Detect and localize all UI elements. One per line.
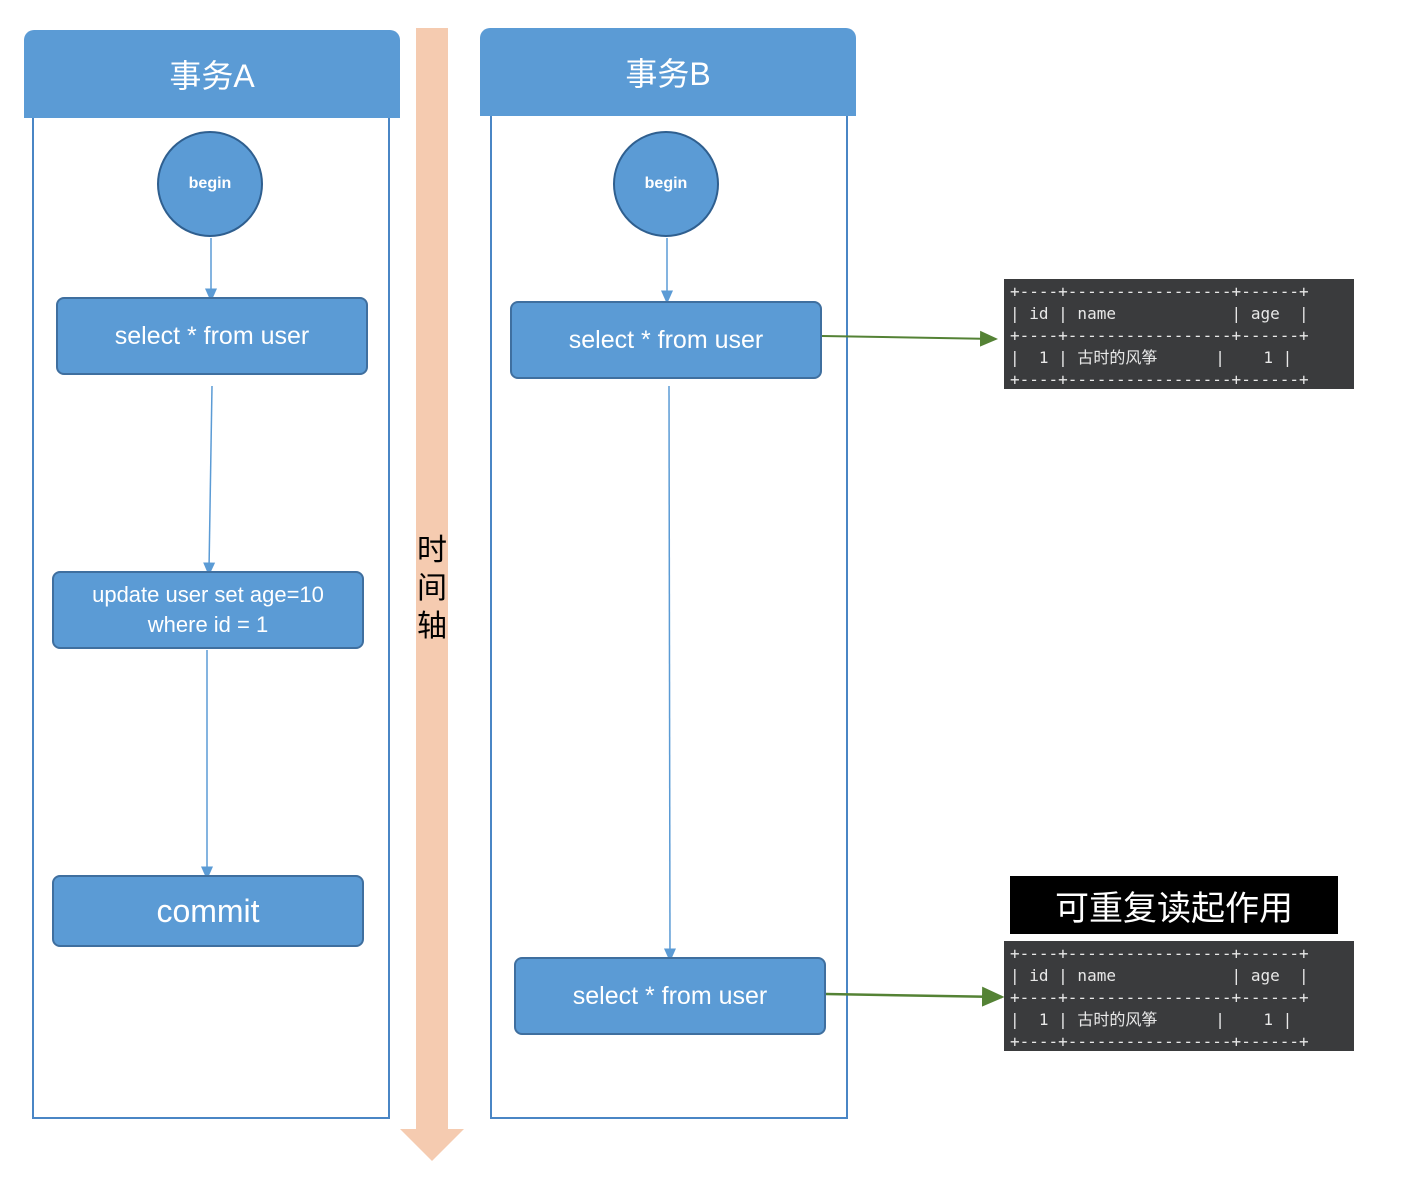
lane-a-select-node: select * from user <box>56 297 368 375</box>
lane-b-select-label-2: select * from user <box>572 981 768 1010</box>
result-table-1-line: +----+-----------------+------+ <box>1010 370 1309 389</box>
lane-b-select-label-1: select * from user <box>568 325 764 354</box>
time-axis-label: 时 间 轴 <box>415 532 449 646</box>
lane-a-begin-node: begin <box>157 131 263 237</box>
time-axis-char: 轴 <box>417 609 447 644</box>
result-table-2-line: +----+-----------------+------+ <box>1010 988 1309 1007</box>
time-axis-char: 时 <box>417 533 447 568</box>
lane-b-begin-label: begin <box>644 175 688 192</box>
lane-a-commit-node: commit <box>52 875 364 947</box>
lane-a-select-label: select * from user <box>114 321 310 350</box>
lane-a-begin-label: begin <box>188 175 232 192</box>
repeatable-read-badge-text: 可重复读起作用 <box>1055 889 1293 928</box>
lane-a-title: 事务A <box>169 58 255 94</box>
result-table-2-line: +----+-----------------+------+ <box>1010 944 1309 963</box>
time-axis-char: 间 <box>417 571 447 606</box>
lane-a-commit-label: commit <box>156 892 260 929</box>
result-table-1: +----+-----------------+------+ | id | n… <box>1004 279 1354 389</box>
result-table-2: +----+-----------------+------+ | id | n… <box>1004 941 1354 1051</box>
flow-b-select-to-select <box>663 385 676 962</box>
lane-a-update-line2: where id = 1 <box>147 612 269 637</box>
result-table-2-line: | id | name | age | <box>1010 966 1309 985</box>
lane-b-title: 事务B <box>625 56 711 92</box>
result-arrow-2 <box>825 986 1005 1007</box>
result-table-1-line: | id | name | age | <box>1010 304 1309 323</box>
lane-b-begin-node: begin <box>613 131 719 237</box>
flow-a-select-to-update <box>203 385 216 576</box>
lane-b-select-node-1: select * from user <box>510 301 822 379</box>
lane-b-header: 事务B <box>480 28 856 116</box>
result-table-1-line: +----+-----------------+------+ <box>1010 326 1309 345</box>
result-table-1-line: | 1 | 古时的风筝 | 1 | <box>1010 348 1293 367</box>
lane-a-update-node: update user set age=10 where id = 1 <box>52 571 364 649</box>
repeatable-read-badge: 可重复读起作用 <box>1010 876 1338 934</box>
result-table-2-line: | 1 | 古时的风筝 | 1 | <box>1010 1010 1293 1029</box>
result-table-1-line: +----+-----------------+------+ <box>1010 282 1309 301</box>
result-arrow-1 <box>821 330 998 347</box>
lane-b-select-node-2: select * from user <box>514 957 826 1035</box>
result-table-2-line: +----+-----------------+------+ <box>1010 1032 1309 1051</box>
time-axis-arrow <box>400 28 464 1161</box>
lane-a-update-line1: update user set age=10 <box>92 582 324 607</box>
lane-a-header: 事务A <box>24 30 400 118</box>
